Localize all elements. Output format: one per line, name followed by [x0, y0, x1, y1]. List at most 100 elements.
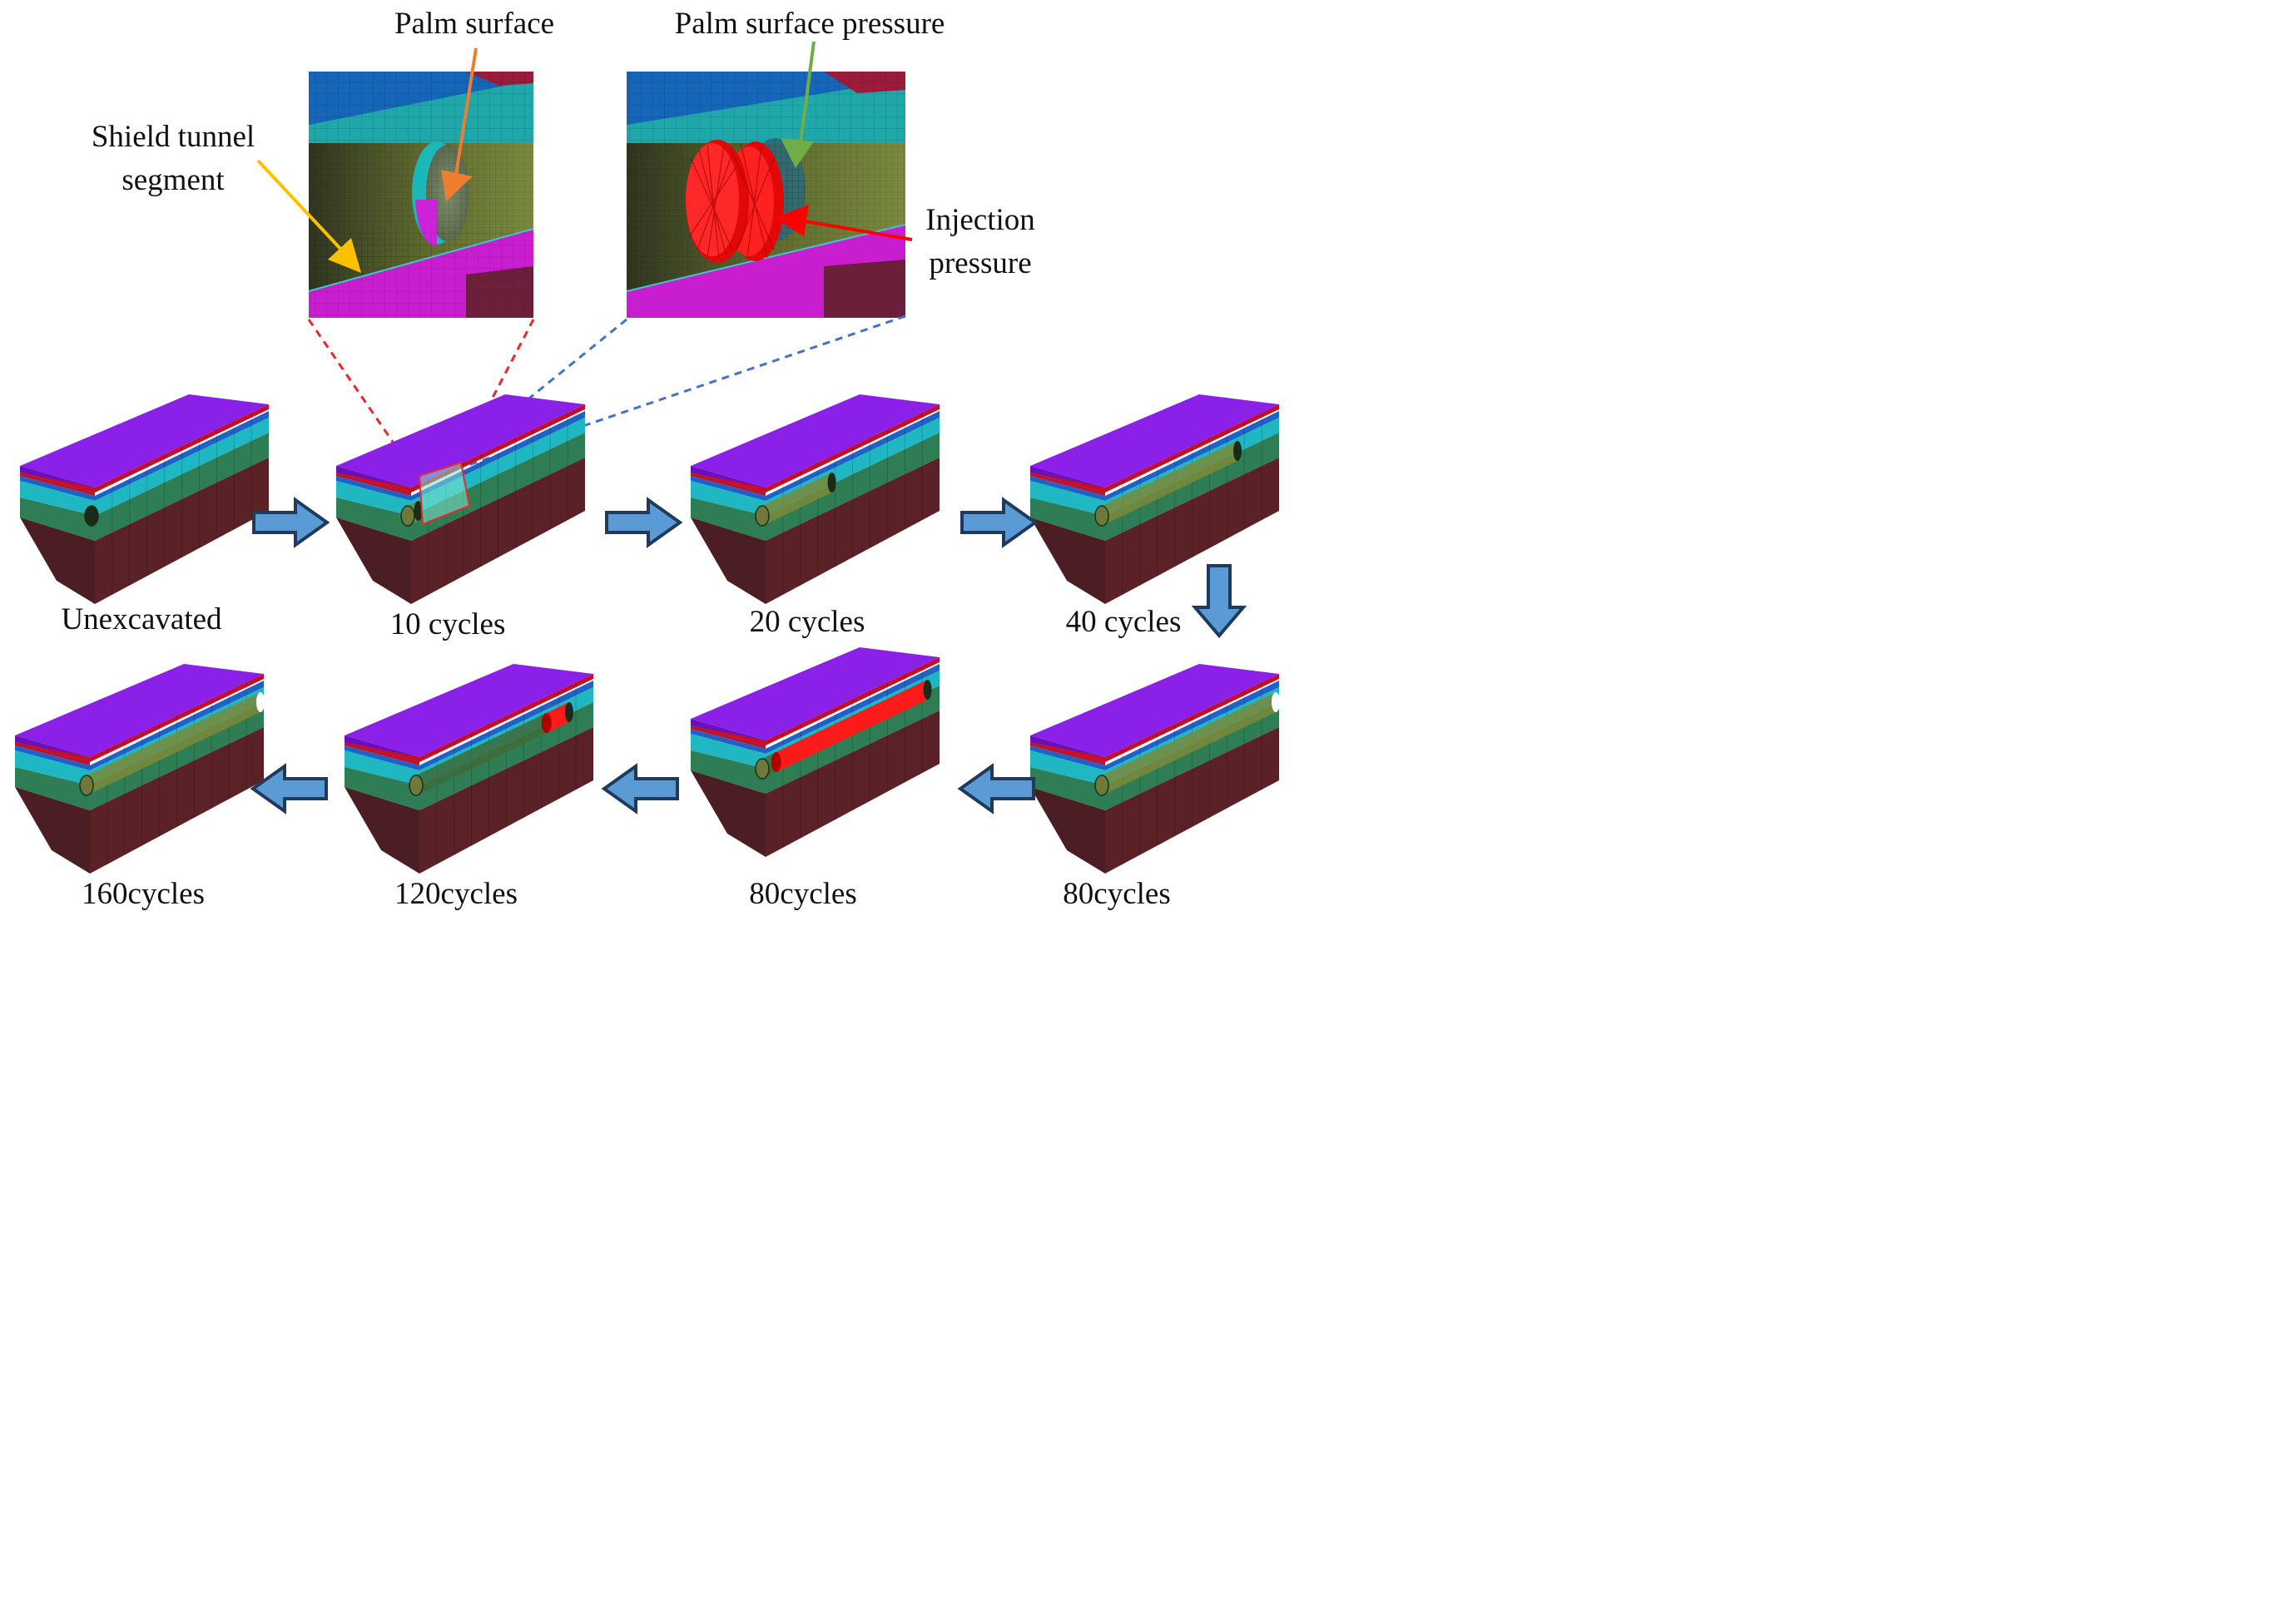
- tunnel-face: [414, 501, 423, 521]
- cyan-layer-front: [691, 481, 766, 516]
- flow-arrow-left-2: [601, 763, 679, 814]
- cyan-layer-front: [15, 750, 90, 785]
- soil-layer-front: [15, 787, 90, 874]
- blue-layer-front: [1030, 476, 1105, 501]
- soil-layer-side: [766, 710, 940, 857]
- tunnel-portal: [79, 775, 94, 796]
- red-layer-front: [15, 742, 90, 765]
- top-layer: [345, 664, 593, 757]
- tunnel-face: [1233, 441, 1242, 461]
- pressure-tube: [546, 702, 569, 733]
- green-layer-side: [766, 433, 940, 541]
- soil-layer-front: [345, 787, 419, 874]
- model-blocks: [15, 394, 1280, 874]
- green-layer-front: [345, 767, 419, 810]
- soil-layer-side: [766, 458, 940, 604]
- tunnel-tube: [416, 702, 569, 795]
- blue-layer-front: [1030, 745, 1105, 770]
- pressure-tube: [776, 680, 928, 772]
- model-block-7: [691, 647, 940, 857]
- red-layer-front: [20, 473, 95, 496]
- soil-layer-front: [1030, 517, 1105, 604]
- tunnel-face: [256, 692, 265, 712]
- stage-label-2: 10 cycles: [389, 607, 506, 641]
- label-injection-line2: pressure: [929, 246, 1032, 280]
- tunnel-face: [1272, 692, 1280, 712]
- pressure-front: [771, 752, 781, 772]
- label-palm-surface: Palm surface: [394, 7, 555, 41]
- tunnel-tube: [1102, 441, 1238, 526]
- green-layer-front: [691, 750, 766, 794]
- tunnel-portal: [409, 775, 424, 796]
- flow-arrow-right-3: [960, 497, 1039, 548]
- top-layer: [1030, 664, 1279, 757]
- tunnel-face: [827, 473, 836, 493]
- soil-layer-side: [419, 727, 593, 874]
- zoom-region: [418, 461, 471, 526]
- red-layer-front: [1030, 473, 1105, 496]
- tunnel-portal: [755, 505, 770, 527]
- pressure-front: [541, 713, 552, 733]
- model-block-3: [691, 394, 940, 604]
- red-layer-front: [1030, 742, 1105, 765]
- soil-layer-side: [411, 458, 585, 604]
- blue-layer-front: [15, 745, 90, 770]
- label-shield-tunnel-line2: segment: [121, 163, 225, 197]
- soil-layer-side: [1105, 458, 1279, 604]
- stage-label-5: 160cycles: [82, 877, 205, 911]
- blue-layer-front: [691, 476, 766, 501]
- blue-layer-side: [95, 411, 269, 501]
- red-layer-front: [336, 473, 411, 496]
- cyan-layer-front: [345, 750, 419, 785]
- stage-label-6: 120cycles: [394, 877, 518, 911]
- top-layer: [691, 647, 940, 740]
- blue-layer-front: [691, 729, 766, 754]
- cyan-layer-front: [691, 734, 766, 769]
- tunnel-tube: [762, 473, 832, 526]
- tunnel-portal: [84, 505, 99, 527]
- tunnel-portal: [755, 758, 770, 780]
- blue-layer-front: [345, 745, 419, 770]
- soil-layer-front: [1030, 787, 1105, 874]
- blue-layer-side: [1105, 411, 1279, 501]
- stage-label-3: 20 cycles: [749, 605, 865, 639]
- green-layer-front: [336, 498, 411, 541]
- flow-arrow-left-3: [250, 763, 328, 814]
- model-block-4: [1030, 394, 1279, 604]
- cyan-layer-front: [1030, 750, 1105, 785]
- model-block-6: [345, 664, 593, 874]
- soil-layer-front: [336, 517, 411, 604]
- top-layer: [1030, 394, 1279, 488]
- label-injection-line1: Injection: [925, 203, 1035, 237]
- cyan-layer-front: [20, 481, 95, 516]
- soil-layer-side: [95, 458, 269, 604]
- tunnel-portal: [1094, 775, 1109, 796]
- label-palm-surface-pressure: Palm surface pressure: [674, 7, 945, 41]
- tunnel-tube: [1102, 692, 1276, 795]
- top-layer: [20, 394, 269, 488]
- soil-layer-side: [1105, 727, 1279, 874]
- flow-arrow-right-2: [605, 497, 683, 548]
- flow-arrow-right-1: [252, 497, 330, 548]
- figure: Palm surface Palm surface pressure Shiel…: [0, 0, 1297, 921]
- flow-arrow-left-1: [957, 763, 1035, 814]
- blue-layer-side: [766, 411, 940, 501]
- green-layer-front: [691, 498, 766, 541]
- blue-layer-side: [766, 664, 940, 754]
- green-layer-side: [95, 433, 269, 541]
- soil-layer-front: [20, 517, 95, 604]
- cyan-layer-side: [95, 418, 269, 516]
- blue-layer-front: [20, 476, 95, 501]
- top-layer: [336, 394, 585, 488]
- green-layer-side: [411, 433, 585, 541]
- top-layer: [15, 664, 264, 757]
- green-layer-front: [15, 767, 90, 810]
- top-layer: [691, 394, 940, 488]
- cyan-layer-front: [1030, 481, 1105, 516]
- blue-layer-side: [90, 681, 264, 770]
- flow-arrow-down: [1191, 564, 1247, 639]
- model-block-1: [20, 394, 269, 604]
- blue-layer-front: [336, 476, 411, 501]
- stage-label-1: Unexcavated: [61, 602, 222, 636]
- stage-label-8: 80cycles: [1063, 877, 1171, 911]
